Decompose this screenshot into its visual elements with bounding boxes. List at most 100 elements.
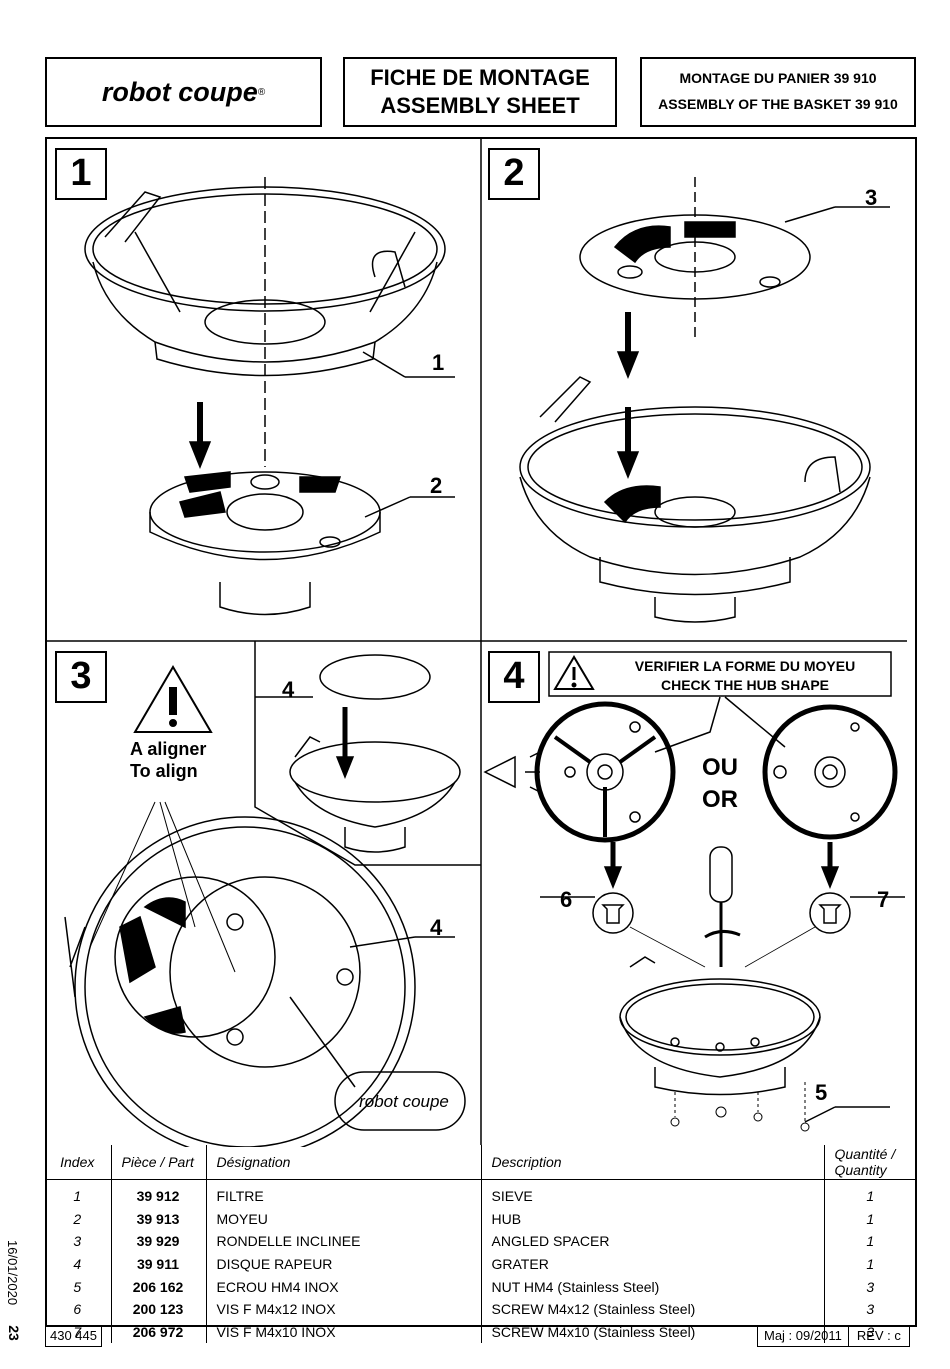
callout-1: 1 [432,350,445,375]
header-index: Index [45,1145,111,1180]
cell-part: 39 929 [110,1230,206,1253]
callout-5: 5 [815,1080,828,1105]
nut-5-icons [670,1082,810,1132]
title-fr: FICHE DE MONTAGE [370,65,590,90]
screw-7-icon [809,892,851,934]
table-row: 6 200 123 VIS F M4x12 INOX SCREW M4x12 (… [45,1297,917,1321]
disc-brand-label: robot coupe [359,1092,449,1111]
step1-arrow [188,402,212,470]
hub-warning-en: CHECK THE HUB SHAPE [660,677,829,693]
cell-index: 5 [73,1278,82,1295]
table-row: 1 39 912 FILTRE SIEVE 1 [45,1179,917,1208]
cell-quantity: 1 [823,1230,917,1253]
brand-name: robot coupe [101,76,258,107]
callout-4-inset: 4 [282,677,295,702]
step-number-2: 2 [488,148,540,200]
parts-table: Index Pièce / Part Désignation Descripti… [45,1145,917,1344]
callout-2: 2 [430,473,443,498]
step3-grater-drawing [64,816,416,1147]
callout2-leader [364,496,411,518]
step-number-4: 4 [488,651,540,703]
cell-quantity: 1 [823,1207,917,1231]
step4-warning-icon [553,655,595,690]
cell-description: SCREW M4x12 (Stainless Steel) [480,1297,824,1321]
callout-6: 6 [560,887,573,912]
revision-box: Maj : 09/2011 REV : c [757,1327,910,1347]
hub-shape-warning: VERIFIER LA FORME DU MOYEU CHECK THE HUB… [600,657,890,695]
step3-inset-drawing [289,654,461,853]
step2-arrows [616,312,640,480]
table-header-row: Index Pièce / Part Désignation Descripti… [45,1145,917,1180]
cell-quantity: 1 [823,1252,917,1276]
cell-designation: DISQUE RAPEUR [205,1252,481,1276]
cell-part: 39 911 [110,1252,206,1276]
hub-shape-variant-a [483,701,676,843]
cell-index: 7 [73,1323,82,1340]
cell-part: 39 912 [110,1179,206,1208]
cell-designation: VIS F M4x12 INOX [205,1297,481,1321]
step1-hub-drawing [149,471,381,616]
header-designation: Désignation [205,1145,481,1180]
cell-description: NUT HM4 (Stainless Steel) [480,1275,824,1298]
callout-7: 7 [877,887,890,912]
cell-index: 1 [73,1188,82,1205]
step4-basket-drawing [619,956,821,1096]
cell-index: 4 [73,1256,82,1273]
cell-quantity: 3 [823,1297,917,1321]
cell-designation: VIS F M4x10 INOX [205,1320,481,1344]
screwdriver-icon [704,846,741,967]
or-note: OU OR [702,752,738,816]
table-row: 7 206 972 VIS F M4x10 INOX SCREW M4x10 (… [45,1320,917,1344]
step-number-1: 1 [55,148,107,200]
step3-inset-frame [254,641,481,866]
cell-description: HUB [480,1207,824,1231]
or-note-en: OR [702,786,738,813]
cell-index: 3 [73,1233,82,1250]
cell-index: 6 [73,1301,82,1318]
table-row: 3 39 929 RONDELLE INCLINEE ANGLED SPACER… [45,1230,917,1253]
brand-logo: robot coupe® [45,57,322,127]
hub-warning-fr: VERIFIER LA FORME DU MOYEU [634,658,856,674]
step-number-3: 3 [55,651,107,703]
cell-index: 2 [73,1210,82,1227]
cell-part: 39 913 [110,1207,206,1231]
cell-designation: ECROU HM4 INOX [205,1275,481,1298]
sheet-title: FICHE DE MONTAGE ASSEMBLY SHEET [343,57,617,127]
align-leaders [89,801,236,973]
align-note: A aligner To align [130,738,206,782]
hub-shape-variant-b [762,704,898,840]
ref-fr: MONTAGE DU PANIER 39 910 [679,70,877,86]
cell-description: SCREW M4x10 (Stainless Steel) [480,1320,824,1344]
cell-description: GRATER [480,1252,824,1276]
callout-3: 3 [865,185,878,210]
table-row: 5 206 162 ECROU HM4 INOX NUT HM4 (Stainl… [45,1275,917,1298]
cell-description: ANGLED SPACER [480,1230,824,1253]
ref-en: ASSEMBLY OF THE BASKET 39 910 [658,96,898,112]
table-row: 2 39 913 MOYEU HUB 1 [45,1207,917,1231]
screw-6-icon [592,892,634,934]
align-note-fr: A aligner [130,739,207,759]
cell-designation: RONDELLE INCLINEE [205,1230,481,1253]
header-part: Pièce / Part [110,1145,206,1180]
side-page-number: 23 [5,1325,22,1341]
side-date: 16/01/2020 [5,1240,20,1306]
cell-part: 200 123 [110,1297,206,1321]
revision: REV : c [848,1327,910,1347]
doc-number: 430 445 [45,1327,102,1347]
cell-part: 206 162 [110,1275,206,1298]
header-description: Description [480,1145,824,1180]
header-quantity: Quantité / Quantity [823,1145,917,1180]
table-row: 4 39 911 DISQUE RAPEUR GRATER 1 [45,1252,917,1276]
callout-4: 4 [430,915,443,940]
cell-description: SIEVE [480,1179,824,1208]
or-note-fr: OU [702,754,738,781]
title-en: ASSEMBLY SHEET [380,93,580,118]
cell-part: 206 972 [110,1320,206,1344]
cell-designation: FILTRE [205,1179,481,1208]
assembly-illustrations [45,137,907,1147]
assembly-reference: MONTAGE DU PANIER 39 910 ASSEMBLY OF THE… [640,57,916,127]
update-date: Maj : 09/2011 [757,1327,849,1347]
cell-quantity: 3 [823,1275,917,1298]
step4-arrows [603,842,840,890]
cell-quantity: 3 [823,1320,917,1344]
